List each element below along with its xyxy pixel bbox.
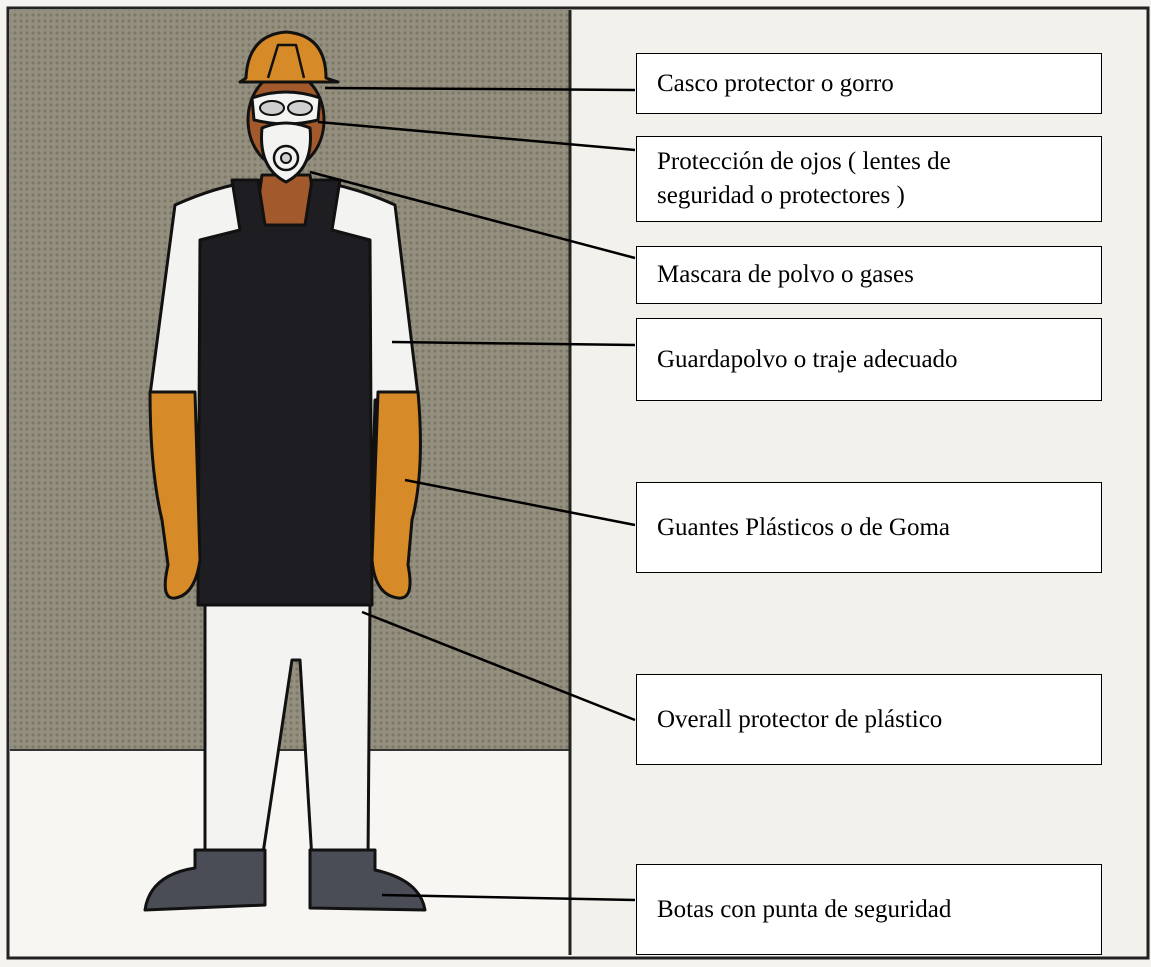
helmet (238, 30, 340, 84)
goggles (250, 90, 322, 126)
label-gloves-text: Guantes Plásticos o de Goma (657, 513, 951, 541)
floor-background (10, 750, 570, 955)
label-overall: Overall protector de plástico (636, 674, 1102, 765)
label-goggles: Protección de ojos ( lentes de seguridad… (636, 136, 1102, 222)
label-helmet: Casco protector o gorro (636, 53, 1102, 114)
leader-lines (309, 86, 636, 902)
leader-mask (309, 170, 636, 260)
label-gloves: Guantes Plásticos o de Goma (636, 482, 1102, 573)
label-helmet-text: Casco protector o gorro (657, 69, 894, 97)
leader-coat (391, 340, 636, 347)
label-coat-text: Guardapolvo o traje adecuado (657, 345, 958, 373)
label-coat: Guardapolvo o traje adecuado (636, 318, 1102, 401)
left-boot (143, 848, 267, 912)
frame (6, 6, 1150, 960)
label-overall-text: Overall protector de plástico (657, 705, 943, 733)
right-glove (370, 390, 422, 600)
leader-goggles (317, 120, 636, 152)
label-mask: Mascara de polvo o gases (636, 246, 1102, 304)
leader-helmet (324, 86, 636, 92)
worker-figure (143, 30, 427, 912)
apron (196, 178, 374, 607)
left-glove (148, 390, 202, 600)
leader-overall (361, 610, 636, 722)
leader-boots (381, 893, 636, 902)
label-boots: Botas con punta de seguridad (636, 864, 1102, 955)
leader-gloves (404, 478, 636, 527)
label-goggles-text: Protección de ojos ( lentes de seguridad… (657, 148, 951, 209)
label-mask-text: Mascara de polvo o gases (657, 261, 914, 288)
label-boots-text: Botas con punta de seguridad (657, 895, 952, 923)
